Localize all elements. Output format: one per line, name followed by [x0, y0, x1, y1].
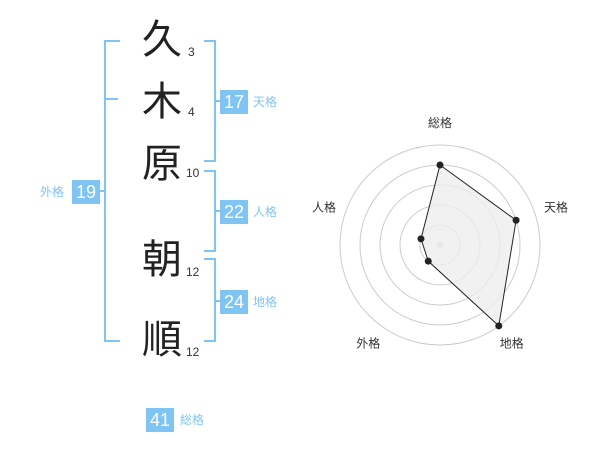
- radar-point: [512, 216, 520, 224]
- gaikaku-bracket-stem: [100, 190, 106, 192]
- radar-series: [417, 161, 520, 330]
- tenkaku-bracket-stem: [214, 100, 220, 102]
- name-char-5: 順: [142, 317, 182, 363]
- jinkaku-label: 人格: [253, 205, 278, 219]
- stroke-count-2: 4: [188, 105, 195, 119]
- radar-axis-label: 外格: [356, 336, 380, 351]
- radar-axis-label: 総格: [428, 115, 452, 130]
- soukaku-label: 総格: [180, 413, 205, 427]
- radar-grid-ring: [339, 144, 541, 346]
- radar-point: [495, 322, 503, 330]
- radar-point: [417, 235, 425, 243]
- radar-axis-label: 地格: [500, 336, 524, 351]
- gaikaku-label: 外格: [40, 185, 65, 199]
- radar-point: [424, 257, 432, 265]
- gaikaku-bracket-tick: [104, 98, 118, 100]
- stroke-count-5: 12: [186, 345, 200, 359]
- name-char-2: 木: [142, 79, 182, 125]
- chikaku-bracket-stem: [214, 300, 220, 302]
- tenkaku-label: 天格: [253, 95, 278, 109]
- stroke-count-3: 10: [186, 166, 200, 180]
- tenkaku-value: 17: [220, 90, 248, 114]
- jinkaku-bracket-stem: [214, 210, 220, 212]
- gaikaku-value: 19: [72, 180, 100, 204]
- radar-series-polygon: [420, 164, 517, 327]
- name-char-1: 久: [142, 17, 182, 63]
- radar-axis-label: 人格: [312, 199, 336, 214]
- jinkaku-value: 22: [220, 200, 248, 224]
- chikaku-label: 地格: [253, 295, 278, 309]
- name-char-4: 朝: [142, 237, 182, 283]
- gaikaku-bracket: [104, 40, 120, 342]
- soukaku-value: 41: [146, 408, 174, 432]
- chikaku-value: 24: [220, 290, 248, 314]
- stroke-count-4: 12: [186, 265, 200, 279]
- radar-point: [436, 161, 444, 169]
- stroke-count-1: 3: [188, 45, 195, 59]
- radar-axis-label: 天格: [544, 199, 568, 214]
- name-char-3: 原: [142, 141, 182, 187]
